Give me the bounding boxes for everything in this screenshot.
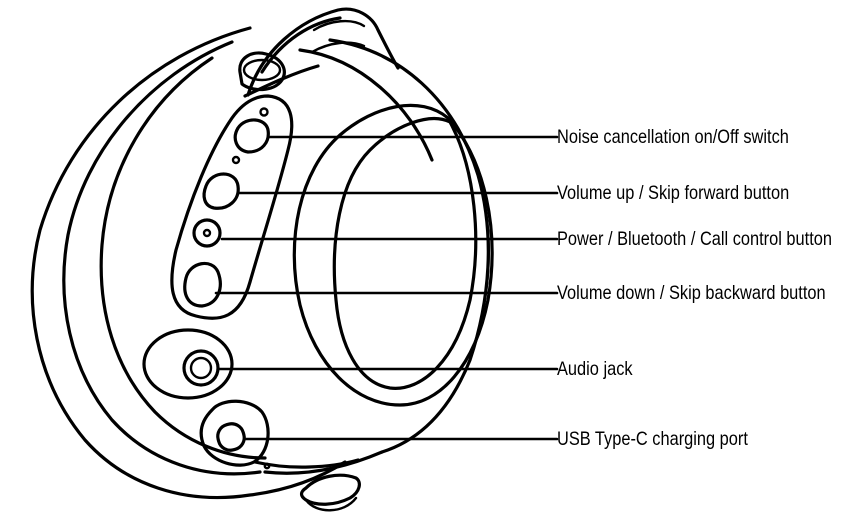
power-button[interactable]	[192, 218, 222, 248]
earcup-rim	[263, 38, 490, 475]
port-dot-icon	[263, 462, 271, 470]
ear-cushion	[292, 103, 494, 407]
label-power: Power / Bluetooth / Call control button	[557, 228, 832, 250]
audio-jack[interactable]	[142, 328, 234, 400]
label-audio-jack: Audio jack	[557, 358, 633, 380]
button-panel	[170, 94, 294, 320]
headband	[238, 7, 400, 97]
label-volume-up: Volume up / Skip forward button	[557, 182, 790, 204]
leader-lines	[214, 135, 559, 441]
volume-down-button[interactable]	[183, 261, 222, 308]
label-volume-down: Volume down / Skip backward button	[557, 282, 826, 304]
earcup-shell	[30, 26, 360, 500]
indicator-dot-icon	[231, 155, 241, 165]
indicator-led-icon	[259, 107, 269, 117]
noise-cancellation-switch[interactable]	[233, 118, 270, 154]
label-usb-port: USB Type-C charging port	[557, 428, 748, 450]
headband-slider-bottom	[299, 473, 361, 512]
power-dot-icon	[202, 228, 212, 238]
volume-up-button[interactable]	[202, 172, 240, 210]
usb-c-port[interactable]	[199, 399, 271, 470]
label-noise-cancellation: Noise cancellation on/Off switch	[557, 126, 789, 148]
